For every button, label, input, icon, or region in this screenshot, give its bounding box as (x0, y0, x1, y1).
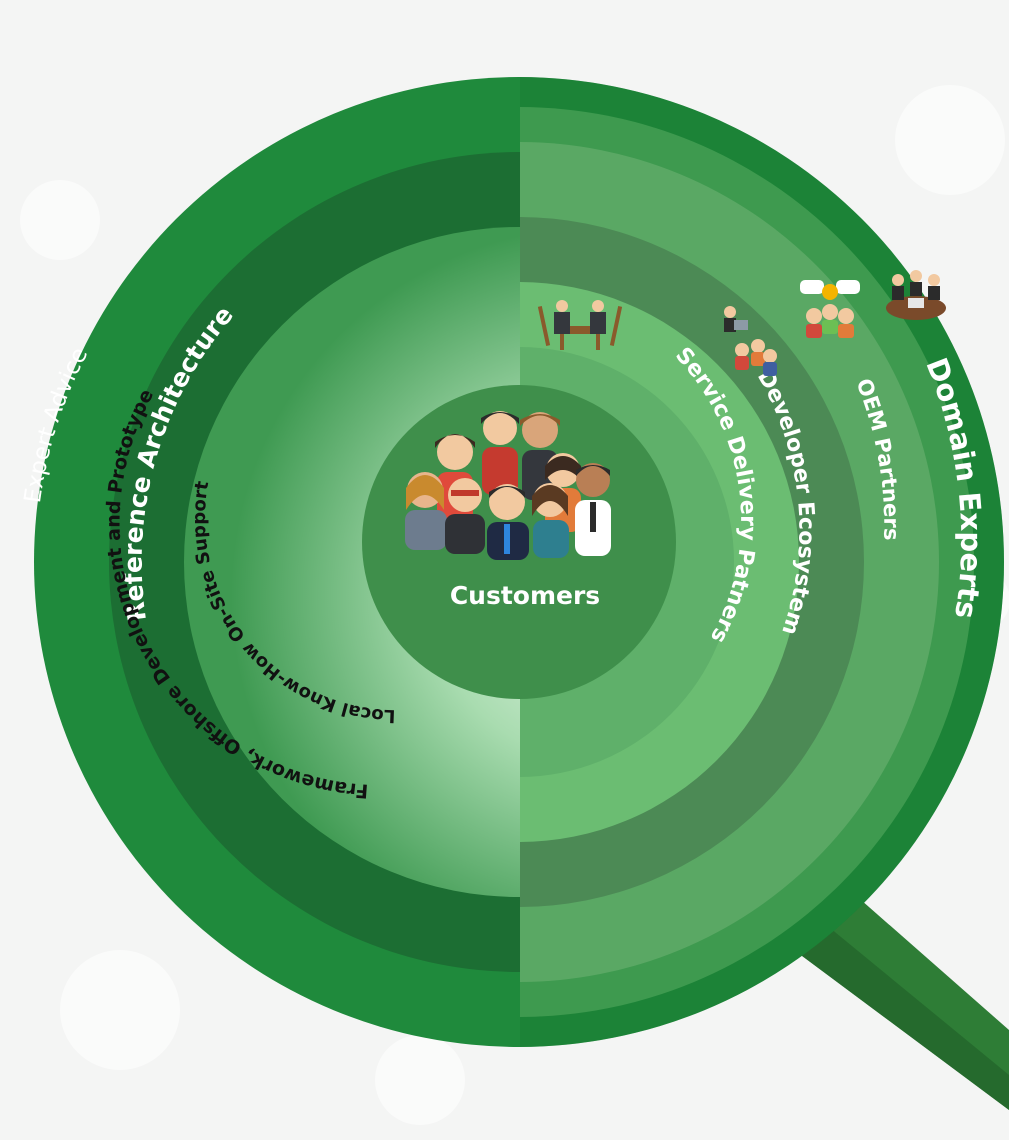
right-rings (520, 107, 974, 1017)
business-meeting-icon (537, 300, 623, 350)
discussion-group-icon (800, 280, 860, 338)
presenter-audience-icon (724, 306, 777, 376)
left-rings (109, 152, 520, 972)
meeting-table-icon (886, 270, 946, 320)
center-label: Customers (450, 581, 600, 610)
customers-group-icon (405, 411, 611, 560)
background-bokeh (20, 85, 1009, 1125)
